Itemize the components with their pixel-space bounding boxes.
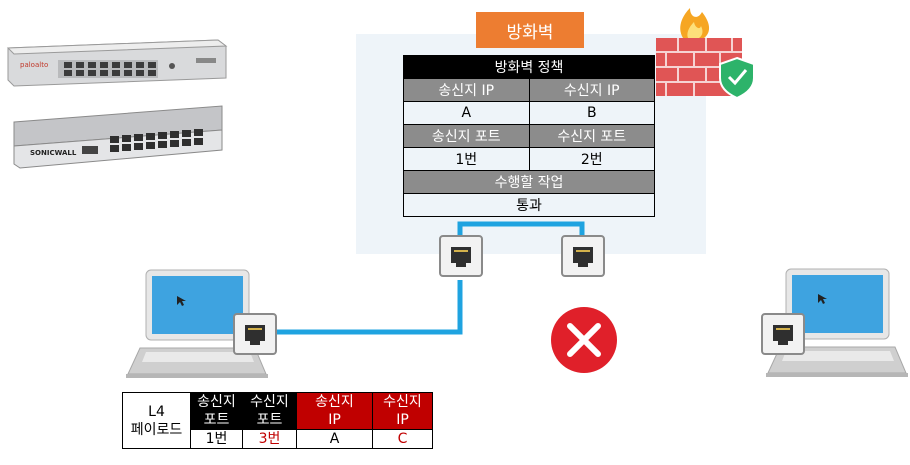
policy-src-port: 1번 xyxy=(403,147,530,171)
payload-dst-port-header: 수신지 포트 xyxy=(242,392,297,430)
port-icon-firewall-2 xyxy=(561,235,605,277)
policy-src-ip-label: 송신지 IP xyxy=(403,78,530,102)
cable-to-port-1 xyxy=(268,280,463,335)
policy-dst-ip-label: 수신지 IP xyxy=(528,78,655,102)
policy-action-label: 수행할 작업 xyxy=(403,170,655,194)
policy-src-port-label: 송신지 포트 xyxy=(403,124,530,148)
port-icon-left-laptop xyxy=(233,313,277,355)
payload-src-port-header: 송신지 포트 xyxy=(190,392,243,430)
payload-src-ip-header: 송신지 IP xyxy=(296,392,373,430)
policy-dst-ip: B xyxy=(528,101,655,125)
deny-x-icon xyxy=(551,307,617,373)
payload-dst-ip: C xyxy=(372,429,433,449)
policy-title: 방화벽 정책 xyxy=(403,55,655,79)
paloalto-logo: paloalto xyxy=(20,61,48,69)
payload-src-ip-header-2: IP xyxy=(328,412,341,428)
payload-dst-port-header-1: 수신지 xyxy=(250,394,289,410)
port-icon-firewall-1 xyxy=(439,235,483,277)
sonicwall-logo: SONICWALL xyxy=(30,149,77,157)
port-icon-right-laptop xyxy=(761,313,805,355)
payload-src-ip-header-1: 송신지 xyxy=(315,394,354,410)
payload-src-port: 1번 xyxy=(190,429,243,449)
cable-firewall-internal xyxy=(457,221,585,238)
payload-src-ip: A xyxy=(296,429,373,449)
right-laptop xyxy=(766,268,908,377)
policy-action: 통과 xyxy=(403,193,655,217)
payload-dst-ip-header-2: IP xyxy=(396,412,409,428)
policy-src-ip: A xyxy=(403,101,530,125)
paloalto-appliance: paloalto xyxy=(6,39,228,87)
payload-label: L4 페이로드 xyxy=(122,392,191,449)
payload-src-port-header-2: 포트 xyxy=(203,412,230,428)
payload-dst-port-header-2: 포트 xyxy=(256,412,283,428)
left-laptop xyxy=(126,269,268,378)
policy-dst-port: 2번 xyxy=(528,147,655,171)
payload-label-line2: 페이로드 xyxy=(130,421,183,438)
policy-dst-port-label: 수신지 포트 xyxy=(528,124,655,148)
l4-payload-table: L4 페이로드 송신지 포트 수신지 포트 송신지 IP 수신지 IP 1번 3… xyxy=(122,392,433,449)
sonicwall-appliance: SONICWALL xyxy=(13,105,223,169)
payload-dst-port: 3번 xyxy=(242,429,297,449)
firewall-icon xyxy=(656,8,755,100)
firewall-policy-table: 방화벽 정책 송신지 IP 수신지 IP A B 송신지 포트 수신지 포트 1… xyxy=(403,55,655,217)
payload-dst-ip-header-1: 수신지 xyxy=(383,394,422,410)
firewall-badge: 방화벽 xyxy=(476,12,584,48)
payload-dst-ip-header: 수신지 IP xyxy=(372,392,433,430)
payload-label-line1: L4 xyxy=(148,403,165,420)
payload-src-port-header-1: 송신지 xyxy=(197,394,236,410)
